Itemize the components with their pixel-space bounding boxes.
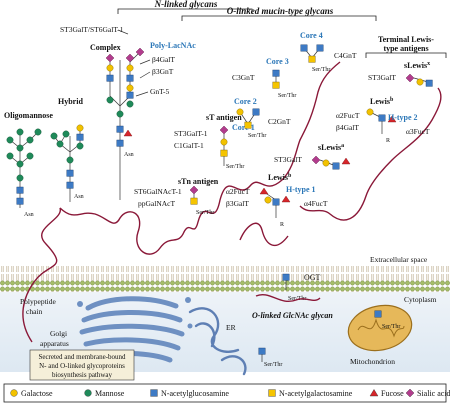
core3-label: Core 3 — [266, 57, 289, 66]
core3-serthr: Ser/Thr — [278, 93, 296, 99]
c3gnt-label: C3GnT — [232, 73, 255, 82]
ogt-label: OGT — [304, 273, 321, 282]
lewis-b-top-label: Lewisb — [370, 97, 394, 106]
vesicle-serthr: Ser/Thr — [264, 362, 282, 368]
gnt5-label: GnT-5 — [150, 87, 170, 96]
mitochondrion — [347, 304, 413, 352]
endoplasmic-reticulum — [188, 307, 247, 376]
asn-hybrid: Asn — [74, 194, 84, 200]
core4-serthr: Ser/Thr — [312, 67, 330, 73]
st6galnact-label: ST6GalNAcT-1 — [134, 187, 182, 196]
legend-label: Fucose — [381, 389, 404, 398]
legend-swatch-blue-square-icon — [150, 389, 158, 397]
cell-membrane — [0, 266, 450, 292]
slewis-x-label: sLewisx — [404, 61, 430, 70]
st3galt-mid-label: ST3GalT — [274, 155, 302, 164]
st-antigen-glycan — [219, 125, 229, 166]
complex-glycan — [105, 47, 145, 200]
core2-label: Core 2 — [234, 97, 257, 106]
o-glcnac-chain — [255, 293, 321, 303]
r-mid: R — [280, 222, 284, 228]
golgi-label-1: Golgi — [50, 329, 67, 338]
st3galt-st6galt-label: ST3GalT/ST6GalT-1 — [60, 25, 124, 34]
core4-glycan — [300, 44, 324, 63]
oligomannose-label: Oligomannose — [4, 111, 53, 120]
stn-serthr: Ser/Thr — [196, 210, 214, 216]
caption-line-3: biosynthesis pathway — [52, 371, 113, 379]
slewis-x-glycan — [405, 73, 433, 87]
complex-label: Complex — [90, 43, 121, 52]
core2-serthr: Ser/Thr — [248, 133, 266, 139]
core3-glycan — [272, 69, 280, 89]
asn-complex: Asn — [124, 152, 134, 158]
legend-label: N-acetylgalactosamine — [279, 389, 353, 398]
vesicle-glycan — [258, 347, 266, 362]
r-top: R — [386, 138, 390, 144]
terminal-lewis-header-1: Terminal Lewis- — [378, 35, 434, 44]
lewis-b-mid-label: Lewisb — [268, 173, 292, 182]
legend-swatch-purple-diamond-icon — [405, 388, 415, 398]
c1galt1-label: C1GalT-1 — [174, 141, 204, 150]
polypeptide-label-1: Polypeptide — [20, 297, 57, 306]
slewis-a-glycan — [311, 155, 351, 170]
legend-label: Galactose — [21, 389, 53, 398]
htype1-label: H-type 1 — [286, 185, 316, 194]
legend-label: Sialic acid — [417, 389, 450, 398]
o-glcnac-glycan — [282, 273, 290, 290]
hybrid-glycan — [50, 124, 84, 202]
htype2-glycan — [366, 108, 397, 134]
asn-oligomannose: Asn — [24, 212, 34, 218]
legend-label: Mannose — [95, 389, 125, 398]
stn-antigen-label: sTn antigen — [178, 177, 219, 186]
legend: Galactose Mannose N-acetylglucosamine N-ace… — [3, 383, 450, 403]
extracellular-label: Extracellular space — [370, 255, 428, 264]
core4-label: Core 4 — [300, 31, 323, 40]
c4gnt-label: C4GnT — [334, 51, 357, 60]
st-antigen-label: sT antigen — [206, 113, 242, 122]
core2-glycan — [236, 108, 260, 129]
a4fuct-label: α4FucT — [304, 199, 328, 208]
c2gnt-label: C2GnT — [268, 117, 291, 126]
hybrid-label: Hybrid — [58, 97, 83, 106]
golgi-label-2: apparatus — [40, 339, 69, 348]
poly-lacnac-label: Poly-LacNAc — [150, 41, 196, 50]
htype1-glycan — [259, 187, 291, 218]
mitochondrion-label: Mitochondrion — [350, 357, 395, 366]
slewis-a-label: sLewisa — [318, 143, 344, 152]
cytoplasm-label: Cytoplasm — [404, 295, 437, 304]
o-glcnac-label: O-linked GlcNAc glycan — [252, 311, 333, 320]
header-brackets — [117, 8, 447, 58]
stn-antigen-glycan — [189, 185, 199, 205]
core1-label: Core 1 — [232, 123, 255, 132]
polypeptide-label-2: chain — [26, 307, 42, 316]
legend-swatch-green-circle-icon — [84, 389, 92, 397]
htype2-label: H-type 2 — [388, 113, 418, 122]
terminal-lewis-header-2: type antigens — [383, 44, 428, 53]
a2fuct-mid-label: α2FucT — [226, 187, 250, 196]
polypeptide-chain — [22, 61, 442, 343]
legend-swatch-red-triangle-icon — [369, 389, 379, 397]
b3galt-label: β3GalT — [226, 199, 249, 208]
mito-serthr: Ser/Thr — [382, 324, 400, 330]
pathway-caption-box — [29, 349, 135, 381]
caption-line-1: Secreted and membrane-bound — [38, 353, 126, 361]
n-linked-header: N-linked glycans — [154, 0, 218, 9]
st3galt1-label: ST3GalT-1 — [174, 129, 208, 138]
b4galt-label: β4GalT — [152, 55, 175, 64]
b3gnt-label: β3GnT — [152, 67, 174, 76]
a2fuct-top-label: α2FucT — [336, 111, 360, 120]
a3fuct-label: α3FucT — [406, 127, 430, 136]
legend-label: N-acetylglucosamine — [161, 389, 229, 398]
er-label: ER — [226, 323, 236, 332]
legend-swatch-yellow-circle-icon — [10, 389, 18, 397]
b4galt-top-label: β4GalT — [336, 123, 359, 132]
ppgalnact-label: ppGalNAcT — [138, 199, 175, 208]
core1-serthr: Ser/Thr — [226, 164, 244, 170]
caption-line-2: N- and O-linked glycoproteins — [39, 362, 125, 370]
oligomannose-glycan — [6, 128, 42, 208]
o-linked-header: O-linked mucin-type glycans — [227, 6, 334, 16]
legend-swatch-yellow-square-icon — [268, 389, 276, 397]
st3galt-top-label: ST3GalT — [368, 73, 396, 82]
